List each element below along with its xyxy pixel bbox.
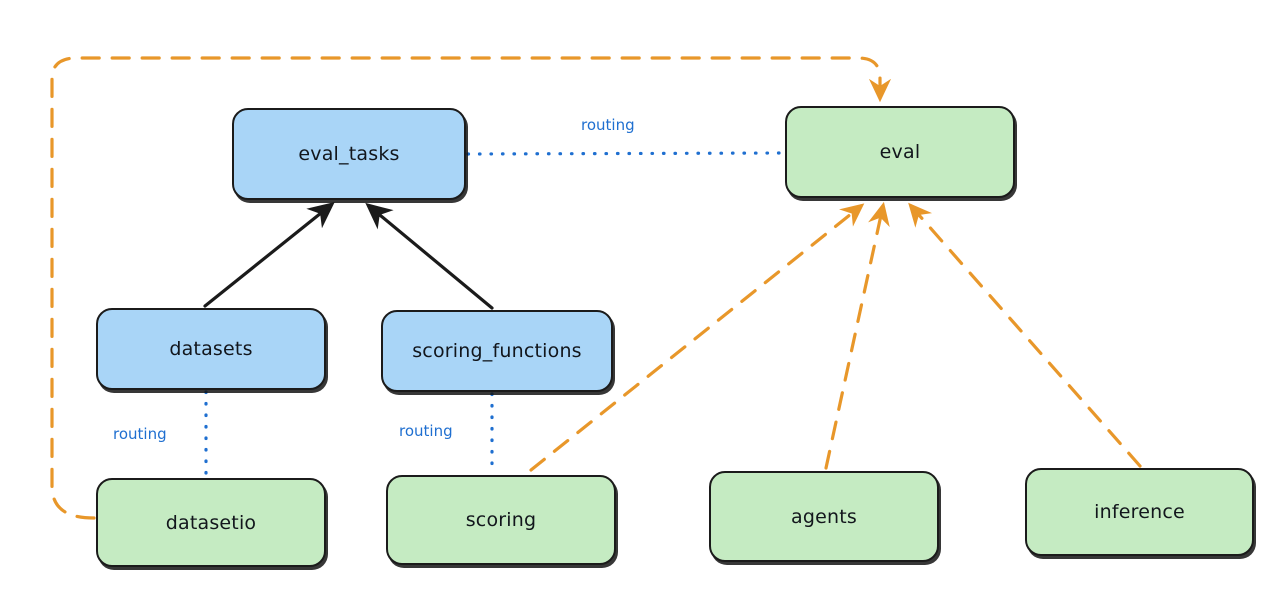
edge-label-routing-scoring-functions-scoring: routing bbox=[396, 422, 456, 440]
node-agents-label: agents bbox=[791, 505, 857, 528]
node-inference-label: inference bbox=[1094, 501, 1185, 523]
node-datasets[interactable]: datasets bbox=[96, 308, 326, 390]
node-inference[interactable]: inference bbox=[1025, 468, 1254, 556]
node-scoring-label: scoring bbox=[465, 509, 537, 531]
node-scoring-functions-label: scoring_functions bbox=[412, 340, 582, 362]
node-scoring[interactable]: scoring bbox=[386, 475, 616, 565]
node-datasetio-label: datasetio bbox=[165, 511, 257, 534]
node-eval[interactable]: eval bbox=[785, 106, 1015, 198]
edge-label-routing-datasets-datasetio: routing bbox=[110, 425, 170, 443]
node-datasetio[interactable]: datasetio bbox=[96, 478, 326, 567]
node-eval-tasks[interactable]: eval_tasks bbox=[232, 108, 466, 200]
edge-scoring-functions-to-eval-tasks bbox=[365, 202, 494, 310]
edge-scoring-to-eval-dependency bbox=[529, 203, 865, 472]
edge-datasets-to-eval-tasks bbox=[203, 201, 335, 308]
edge-agents-to-eval-dependency bbox=[824, 201, 890, 470]
edge-eval-tasks-to-eval-routing bbox=[466, 151, 785, 156]
edge-datasetio-to-eval-dependency bbox=[50, 56, 892, 520]
node-eval-tasks-label: eval_tasks bbox=[298, 143, 400, 165]
node-eval-label: eval bbox=[879, 141, 921, 163]
node-scoring-functions[interactable]: scoring_functions bbox=[381, 310, 613, 392]
edge-inference-to-eval-dependency bbox=[908, 202, 1142, 468]
edge-label-routing-eval-tasks-eval: routing bbox=[578, 116, 638, 134]
node-agents[interactable]: agents bbox=[709, 471, 939, 562]
node-datasets-label: datasets bbox=[169, 338, 253, 360]
